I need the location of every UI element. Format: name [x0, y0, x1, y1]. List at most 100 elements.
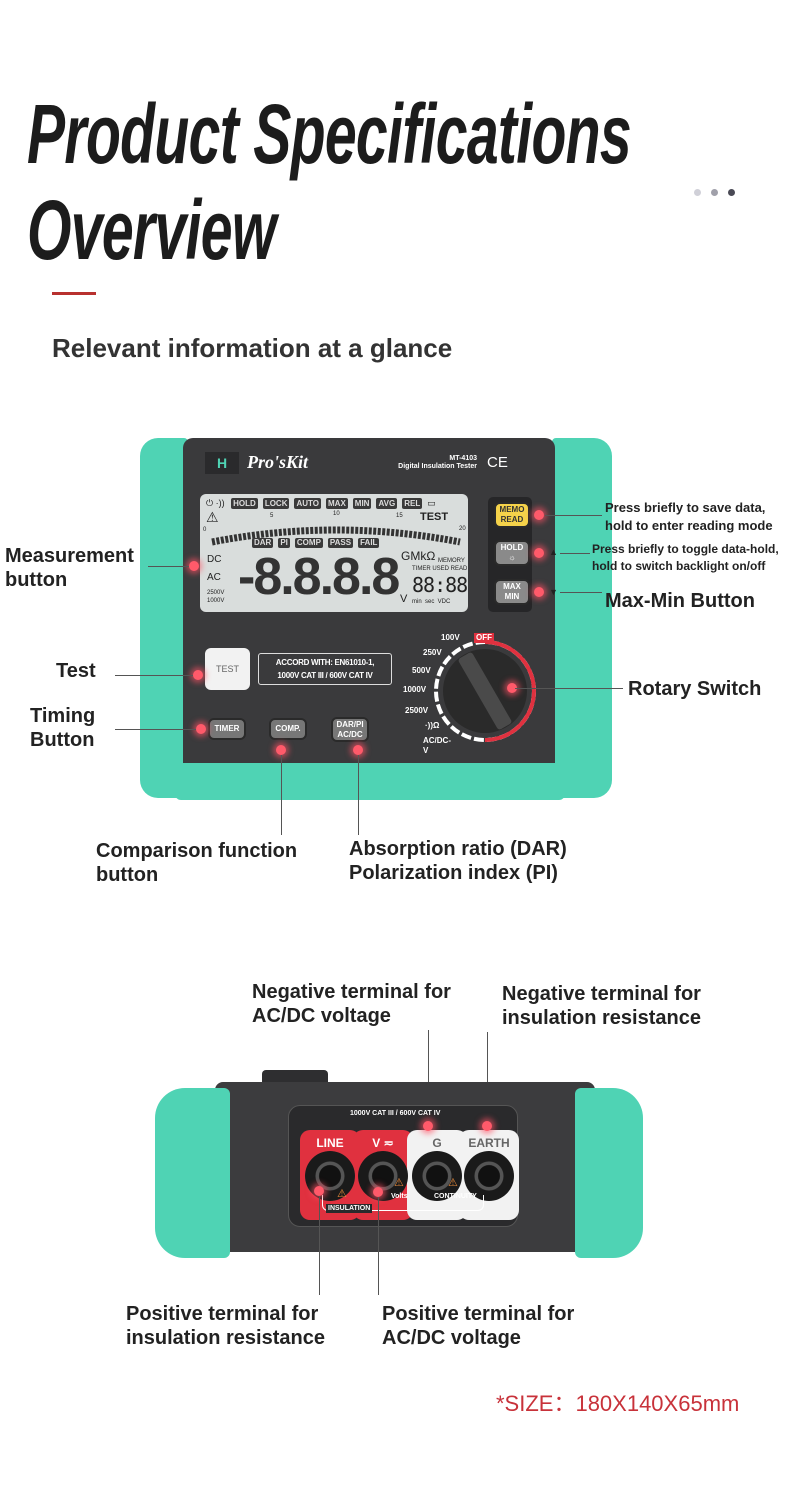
test-button[interactable]: TEST [205, 648, 250, 690]
lcd-tag: AVG [376, 498, 398, 509]
memory-label: MEMORY [438, 558, 465, 564]
lcd-tag: COMP [294, 538, 323, 548]
terminal-label: G [432, 1136, 442, 1150]
hold-button[interactable]: HOLD☼ [494, 540, 530, 566]
scale-tick: 5 [270, 513, 274, 519]
rotary-position: 2500V [405, 706, 429, 715]
brand-logo: Pro'sKit [247, 452, 309, 472]
size-label: *SIZE：180X140X65mm [496, 1391, 740, 1416]
unit-ohm: GMkΩ [401, 549, 436, 563]
accord-line: 1000V CAT III / 600V CAT IV [277, 671, 373, 680]
unit-volt: V [400, 593, 408, 605]
rotary-position: 500V [412, 666, 431, 675]
acdc-label: AC/DC [337, 730, 363, 739]
page-title-line2: Overview [27, 183, 276, 277]
label-measurement-button: Measurement button [5, 545, 134, 591]
rotary-position: 250V [423, 648, 442, 657]
label-pos-insulation: Positive terminal for insulation resista… [126, 1303, 325, 1349]
pager-dot [694, 189, 701, 196]
warning-icon: ⚠ [206, 509, 219, 525]
memo-label: MEMO [499, 505, 525, 514]
dc-label: DC [207, 554, 222, 565]
subtitle: Relevant information at a glance [52, 333, 453, 363]
dar-pi-label: DAR/PI [336, 720, 364, 729]
label-neg-insulation: Negative terminal for insulation resista… [502, 983, 701, 1029]
timer-digits: 88:88 [412, 573, 468, 597]
scale-tick: 15 [396, 513, 403, 519]
lcd-tag: PASS [327, 538, 354, 548]
label-neg-acdc: Negative terminal for AC/DC voltage [252, 981, 451, 1027]
label-dar-pi: Absorption ratio (DAR) Polarization inde… [349, 838, 567, 884]
rotary-position: ·))Ω [425, 721, 440, 730]
ce-mark: CE [487, 454, 508, 471]
ac-label: AC [207, 572, 221, 583]
pager-dot-active [728, 189, 735, 196]
brand-badge: H [205, 452, 239, 474]
scale-tick: 20 [459, 526, 466, 532]
standard-label: ACCORD WITH: EN61010-1, 1000V CAT III / 6… [258, 653, 392, 685]
range-label: 1000V [207, 598, 225, 604]
label-comparison: Comparison function button [96, 840, 298, 886]
hold-label: HOLD [500, 543, 524, 552]
min-label: MIN [504, 592, 520, 601]
label-test: Test [56, 660, 96, 682]
warning-icon: ⚠ [337, 1188, 347, 1200]
page-title-line1: Product Specifications [27, 87, 632, 181]
lcd-tag: REL [402, 498, 423, 509]
rating-label: 1000V CAT III / 600V CAT IV [350, 1110, 441, 1117]
label-timing-button: Timing Button [30, 705, 96, 751]
label-max-min: Max-Min Button [605, 590, 755, 612]
jack [358, 1151, 408, 1201]
rotary-position: AC/DC-V [423, 736, 451, 755]
jack [464, 1151, 514, 1201]
timer-button[interactable]: TIMER [208, 718, 246, 740]
terminal-label: EARTH [468, 1136, 510, 1150]
scale-tick: 10 [333, 511, 340, 517]
rotary-switch[interactable] [430, 636, 540, 746]
rotary-position: 100V [441, 633, 460, 642]
power-icon: ⏻ ·)) [206, 498, 225, 508]
lcd-tag: PI [278, 538, 290, 548]
lcd-tag: LOCK [262, 498, 290, 509]
lcd-tag: DAR [252, 538, 274, 548]
accent-divider [52, 292, 96, 295]
rotary-position: 1000V [403, 685, 427, 694]
scale-tick: 0 [203, 527, 207, 533]
lcd-tag: AUTO [294, 498, 322, 509]
model-description: Digital Insulation Tester [398, 463, 477, 470]
comp-button[interactable]: COMP. [269, 718, 307, 740]
lcd-tag: MAX [326, 498, 348, 509]
lcd-tag: MIN [352, 498, 372, 509]
lcd-tag: FAIL [358, 538, 380, 548]
group-volts: Volts [391, 1193, 408, 1200]
group-insulation: INSULATION [326, 1204, 373, 1213]
backlight-icon: ☼ [508, 553, 516, 562]
label-hold: Press briefly to toggle data-hold, hold … [592, 542, 779, 573]
warning-icon: ⚠ [448, 1177, 458, 1189]
lcd-mode-tags: DAR PI COMP PASS FAIL [252, 538, 384, 549]
model-number: MT-4103 [449, 455, 477, 462]
jack [305, 1151, 355, 1201]
up-arrow-icon: ▲ [549, 547, 558, 557]
group-continuity: CONTINUITY [434, 1193, 477, 1200]
label-pos-acdc: Positive terminal for AC/DC voltage [382, 1303, 575, 1349]
timer-labels: TIMER USED READ [412, 566, 468, 572]
range-label: 2500V [207, 590, 225, 596]
timer-units: min sec VDC [412, 599, 451, 605]
accord-line: ACCORD WITH: EN61010-1, [275, 658, 375, 667]
label-memo: Press briefly to save data, hold to ente… [605, 500, 773, 533]
down-arrow-icon: ▼ [549, 587, 558, 597]
battery-icon: ▭ [427, 498, 436, 508]
bargraph [211, 526, 461, 546]
terminal-label: V ≂ [372, 1136, 394, 1150]
label-rotary-switch: Rotary Switch [628, 678, 762, 700]
terminal-label: LINE [316, 1136, 344, 1150]
jack [412, 1151, 462, 1201]
max-label: MAX [503, 582, 521, 591]
